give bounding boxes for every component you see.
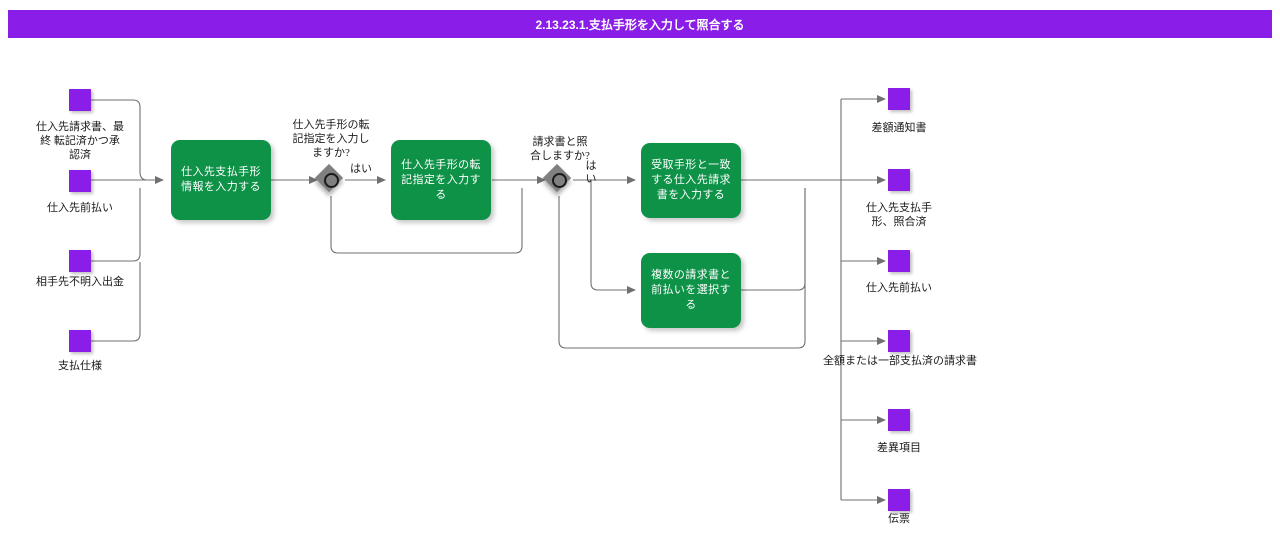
gateway-posting-spec-yes-label: はい — [350, 163, 372, 175]
gateway-posting-spec[interactable] — [314, 163, 346, 195]
input-unidentified-payment-label: 相手先不明入出金 — [36, 276, 124, 288]
page-title-bar: 2.13.23.1.支払手形を入力して照合する — [8, 10, 1272, 38]
page-title: 2.13.23.1.支払手形を入力して照合する — [535, 17, 745, 32]
task-enter-posting-spec-label: 仕入先手形の転記指定を入力する — [401, 158, 481, 201]
task-enter-supplier-bill-info-label: 仕入先支払手形情報を入力する — [181, 166, 261, 193]
output-paid-invoice[interactable] — [888, 330, 910, 352]
task-select-invoices-prepayments-label: 複数の請求書と前払いを選択する — [651, 269, 731, 311]
task-enter-supplier-bill-info[interactable]: 仕入先支払手形情報を入力する — [171, 140, 271, 220]
input-supplier-prepayment-label: 仕入先前払い — [47, 202, 113, 214]
gateway-match-invoice-label: 請求書と照 合しますか? — [530, 136, 590, 162]
output-supplier-bill-matched-label: 仕入先支払手 形、照合済 — [866, 202, 932, 228]
output-supplier-prepayment-label: 仕入先前払い — [866, 282, 932, 294]
gateway-circle-icon — [552, 173, 567, 188]
output-voucher[interactable] — [888, 489, 910, 511]
input-supplier-prepayment[interactable] — [69, 170, 91, 192]
output-difference-notice-label: 差額通知書 — [871, 122, 927, 134]
output-supplier-prepayment[interactable] — [888, 250, 910, 272]
gateway-circle-icon — [324, 173, 339, 188]
task-select-invoices-prepayments[interactable]: 複数の請求書と前払いを選択する — [641, 253, 741, 328]
input-supplier-invoice[interactable] — [69, 89, 91, 111]
output-variance-item[interactable] — [888, 409, 910, 431]
input-supplier-invoice-label: 仕入先請求書、最 終 転記済かつ承 認済 — [36, 121, 124, 161]
gateway-posting-spec-label: 仕入先手形の転 記指定を入力し ますか? — [292, 119, 370, 159]
input-payment-spec-label: 支払仕様 — [58, 360, 102, 372]
input-payment-spec[interactable] — [69, 330, 91, 352]
output-variance-item-label: 差異項目 — [877, 442, 921, 454]
output-difference-notice[interactable] — [888, 88, 910, 110]
task-enter-matching-invoice-label: 受取手形と一致する仕入先請求書を入力する — [651, 159, 731, 201]
gateway-match-invoice[interactable] — [542, 163, 574, 195]
task-enter-matching-invoice[interactable]: 受取手形と一致する仕入先請求書を入力する — [641, 143, 741, 218]
task-enter-posting-spec[interactable]: 仕入先手形の転記指定を入力する — [391, 140, 491, 220]
input-unidentified-payment[interactable] — [69, 250, 91, 272]
output-supplier-bill-matched[interactable] — [888, 169, 910, 191]
gateway-match-invoice-yes-label: は い — [585, 160, 597, 185]
output-voucher-label: 伝票 — [888, 513, 910, 525]
output-paid-invoice-label: 全額または一部支払済の請求書 — [823, 355, 977, 367]
